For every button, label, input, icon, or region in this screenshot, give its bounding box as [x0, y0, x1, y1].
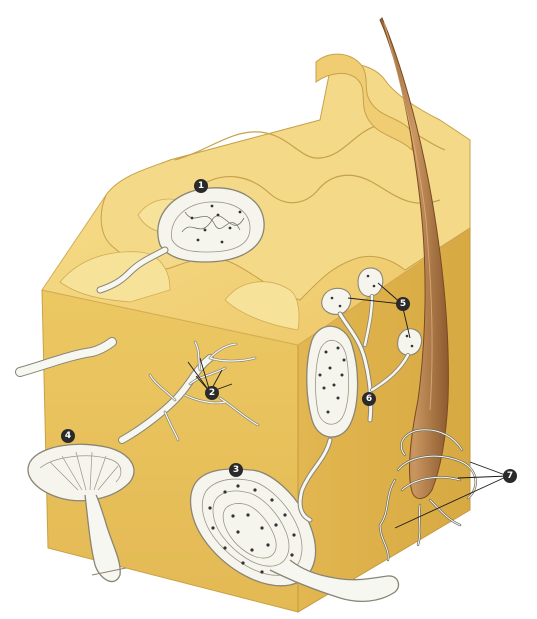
svg-text:3: 3	[233, 465, 239, 475]
svg-text:1: 1	[198, 181, 204, 191]
marker-4: 4	[61, 429, 75, 443]
svg-text:5: 5	[400, 299, 406, 309]
marker-2: 2	[205, 386, 219, 400]
marker-1: 1	[194, 179, 208, 193]
marker-3: 3	[229, 463, 243, 477]
marker-5: 5	[396, 297, 410, 311]
svg-text:2: 2	[209, 388, 215, 398]
svg-text:4: 4	[65, 431, 71, 441]
svg-text:6: 6	[366, 394, 372, 404]
marker-6: 6	[362, 392, 376, 406]
marker-7: 7	[503, 469, 517, 483]
svg-text:7: 7	[507, 471, 513, 481]
